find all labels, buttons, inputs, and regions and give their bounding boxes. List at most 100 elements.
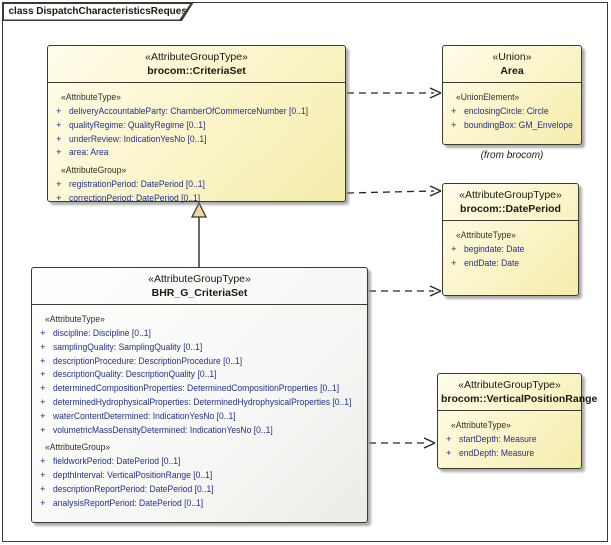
- class-stereotype: «AttributeGroupType»: [145, 51, 248, 63]
- attribute-row: + determinedCompositionProperties: Determ…: [38, 382, 365, 396]
- diagram-title-tab: class DispatchCharacteristicsRequest Sim…: [4, 4, 191, 20]
- attribute-text: boundingBox: GM_Envelope: [464, 119, 573, 131]
- attribute-text: startDepth: Measure: [459, 434, 537, 445]
- class-box-area[interactable]: «Union» Area «UnionElement»+enclosingCir…: [442, 45, 582, 145]
- attribute-text: registrationPeriod: DatePeriod [0..1]: [69, 179, 205, 191]
- attribute-row: + descriptionQuality: DescriptionQuality …: [38, 368, 365, 382]
- attribute-row: + endDate: Date: [449, 257, 576, 271]
- attribute-row: + underReview: IndicationYesNo [0..1]: [54, 133, 343, 147]
- visibility-marker: +: [40, 456, 46, 468]
- attribute-text: endDate: Date: [464, 257, 520, 269]
- attribute-row: + area: Area: [54, 146, 343, 160]
- class-name: BHR_G_CriteriaSet: [151, 286, 248, 299]
- attribute-text: waterContentDetermined: IndicationYesNo …: [53, 410, 236, 422]
- visibility-marker: +: [40, 369, 46, 381]
- attribute-row: + analysisReportPeriod: DatePeriod [0..1]: [38, 497, 365, 511]
- visibility-marker: +: [451, 244, 457, 255]
- class-stereotype: «AttributeGroupType»: [148, 273, 251, 285]
- visibility-marker: +: [40, 470, 46, 482]
- class-header: «Union» Area: [443, 46, 581, 83]
- class-name: brocom::DatePeriod: [460, 202, 561, 215]
- visibility-marker: +: [40, 328, 46, 339]
- attribute-text: analysisReportPeriod: DatePeriod [0..1]: [53, 497, 204, 509]
- class-header: «AttributeGroupType» brocom::DatePeriod: [443, 184, 578, 221]
- attribute-row: + determinedHydrophysicalProperties: Dete…: [38, 396, 365, 410]
- visibility-marker: +: [451, 119, 457, 131]
- visibility-marker: +: [56, 119, 62, 131]
- attribute-text: discipline: Discipline [0..1]: [53, 328, 151, 339]
- member-stereotype-row: «AttributeType»: [45, 314, 105, 325]
- class-box-criteriaset[interactable]: «AttributeGroupType» brocom::CriteriaSet…: [47, 45, 346, 204]
- attribute-text: descriptionQuality: DescriptionQuality […: [53, 369, 217, 381]
- attribute-row: + fieldworkPeriod: DatePeriod [0..1]: [38, 455, 365, 469]
- attribute-row: + startDepth: Measure: [444, 433, 579, 447]
- visibility-marker: +: [40, 483, 46, 495]
- class-header: «AttributeGroupType» brocom::VerticalPos…: [438, 374, 598, 411]
- visibility-marker: +: [40, 396, 46, 408]
- diagram-title: class DispatchCharacteristicsRequest Sim…: [8, 6, 226, 17]
- class-name: Area: [500, 64, 524, 77]
- attribute-text: correctionPeriod: DatePeriod [0..1]: [69, 192, 201, 204]
- visibility-marker: +: [446, 447, 452, 459]
- class-name: brocom::CriteriaSet: [147, 64, 246, 77]
- attribute-row: + qualityRegime: QualityRegime [0..1]: [54, 119, 343, 133]
- class-box-bhr-g-criteriaset[interactable]: «AttributeGroupType» BHR_G_CriteriaSet «…: [31, 267, 368, 523]
- attribute-text: determinedHydrophysicalProperties: Deter…: [53, 396, 352, 408]
- attribute-row: + endDepth: Measure: [444, 447, 579, 461]
- visibility-marker: +: [40, 424, 46, 436]
- attribute-text: underReview: IndicationYesNo [0..1]: [69, 133, 207, 145]
- attribute-row: +descriptionReportPeriod: DatePeriod [0.…: [38, 483, 365, 497]
- attribute-row: + descriptionProcedure: DescriptionProced…: [38, 355, 365, 369]
- class-members: «AttributeType» + startDepth: Measure + endD…: [438, 411, 581, 463]
- attribute-text: qualityRegime: QualityRegime [0..1]: [69, 119, 206, 131]
- attribute-row: + registrationPeriod: DatePeriod [0..1]: [54, 178, 343, 192]
- visibility-marker: +: [56, 147, 62, 159]
- visibility-marker: +: [56, 192, 62, 204]
- attribute-text: area: Area: [69, 147, 109, 159]
- attribute-row: + correctionPeriod: DatePeriod [0..1]: [54, 192, 343, 206]
- visibility-marker: +: [56, 106, 62, 117]
- visibility-marker: +: [40, 410, 46, 422]
- class-name: brocom::VerticalPositionRange: [441, 392, 598, 405]
- attribute-row: + begindate: Date: [449, 243, 576, 257]
- class-stereotype: «AttributeGroupType»: [459, 189, 562, 201]
- class-header: «AttributeGroupType» brocom::CriteriaSet: [48, 46, 345, 83]
- class-stereotype: «Union»: [492, 51, 532, 63]
- attribute-text: enclosingCircle: Circle: [464, 106, 549, 117]
- attribute-row: + volumetricMassDensityDetermined: Indica…: [38, 424, 365, 438]
- attribute-text: determinedCompositionProperties: Determi…: [53, 383, 340, 395]
- visibility-marker: +: [40, 355, 46, 367]
- class-members: «AttributeType»+deliveryAccountableParty…: [48, 83, 345, 208]
- attribute-row: +enclosingCircle: Circle: [449, 105, 579, 119]
- attribute-text: descriptionProcedure: DescriptionProcedu…: [53, 355, 243, 367]
- visibility-marker: +: [56, 179, 62, 191]
- visibility-marker: +: [446, 434, 452, 445]
- attribute-text: samplingQuality: SamplingQuality [0..1]: [53, 341, 203, 353]
- class-members: «AttributeType» + discipline: Discipline […: [32, 305, 367, 513]
- class-header: «AttributeGroupType» BHR_G_CriteriaSet: [32, 268, 367, 305]
- class-stereotype: «AttributeGroupType»: [458, 379, 561, 391]
- attribute-text: volumetricMassDensityDetermined: Indicat…: [53, 424, 273, 436]
- visibility-marker: +: [40, 341, 46, 353]
- attribute-text: endDepth: Measure: [459, 447, 535, 459]
- attribute-row: + boundingBox: GM_Envelope: [449, 119, 579, 133]
- visibility-marker: +: [451, 257, 457, 269]
- member-stereotype-row: «AttributeType»: [61, 92, 121, 103]
- attribute-text: depthInterval: VerticalPositionRange [0.…: [53, 470, 213, 482]
- attribute-row: + discipline: Discipline [0..1]: [38, 327, 365, 341]
- member-stereotype-row: «AttributeType»: [451, 420, 511, 431]
- member-stereotype-row: «UnionElement»: [456, 92, 520, 103]
- visibility-marker: +: [56, 133, 62, 145]
- visibility-marker: +: [40, 497, 46, 509]
- member-stereotype-row: «AttributeType»: [456, 230, 516, 241]
- attribute-text: fieldworkPeriod: DatePeriod [0..1]: [53, 456, 181, 468]
- visibility-marker: +: [40, 383, 46, 395]
- package-origin-caption: (from brocom): [480, 150, 544, 161]
- class-members: «UnionElement» +enclosingCircle: Circle+ b…: [443, 83, 581, 135]
- attribute-row: + waterContentDetermined: IndicationYesNo…: [38, 410, 365, 424]
- class-box-verticalpositionrange[interactable]: «AttributeGroupType» brocom::VerticalPos…: [437, 373, 598, 469]
- class-box-dateperiod[interactable]: «AttributeGroupType» brocom::DatePeriod …: [442, 183, 579, 296]
- member-stereotype-row: «AttributeGroup»: [61, 165, 127, 177]
- attribute-text: begindate: Date: [464, 244, 525, 255]
